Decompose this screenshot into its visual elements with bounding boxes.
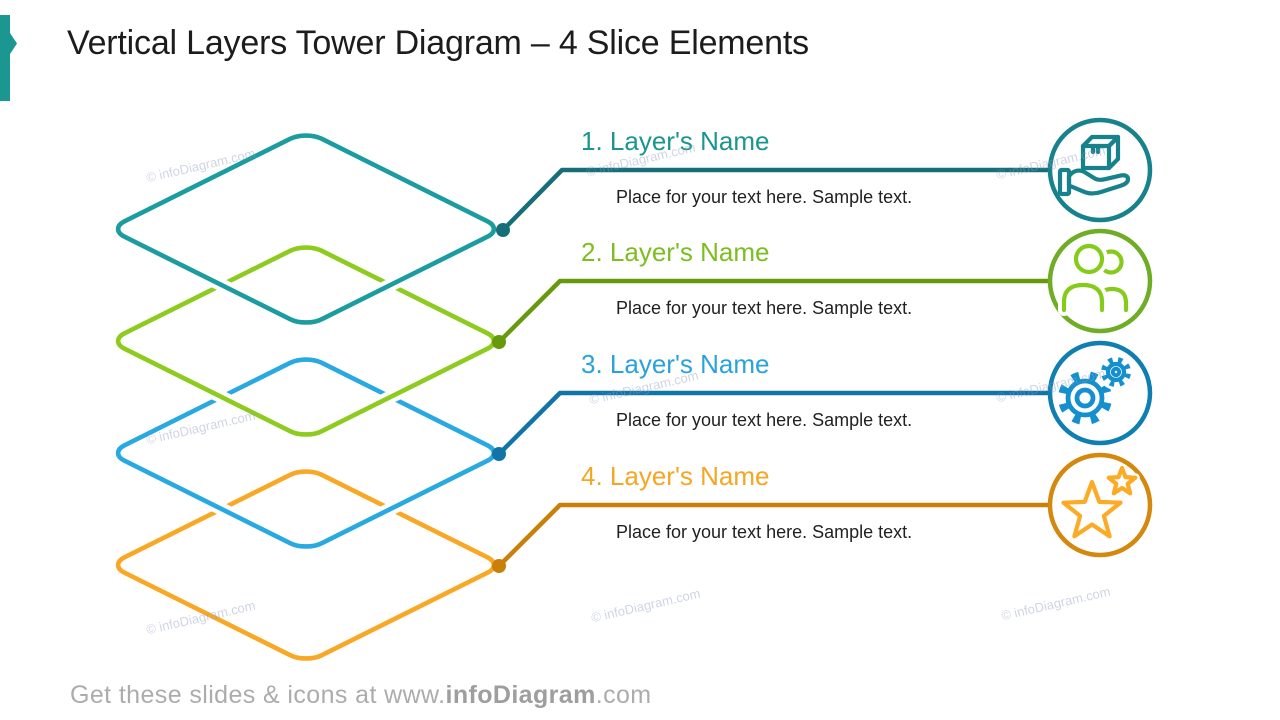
accent-bar [0, 15, 10, 101]
diamond-outline [109, 243, 503, 439]
footer-prefix: Get these slides & icons at www. [70, 681, 446, 709]
small-gear-teeth [1101, 357, 1131, 387]
diamond-outline [109, 131, 503, 327]
white-casing [109, 243, 503, 439]
layer-2-connector-line [496, 278, 1053, 345]
footer-suffix: .com [595, 681, 652, 709]
footer-credit: Get these slides & icons at www.infoDiag… [70, 681, 652, 710]
front-person-body [1061, 282, 1105, 313]
star-icon [1061, 463, 1140, 539]
layer-3-description: Place for your text here. Sample text. [616, 410, 913, 430]
gears-icon [1058, 354, 1134, 425]
white-casing [1098, 354, 1134, 390]
people-icon [1058, 240, 1129, 316]
page-title: Vertical Layers Tower Diagram – 4 Slice … [67, 24, 809, 62]
layer-4-connector-line [496, 502, 1053, 569]
box-side-face [1106, 134, 1121, 171]
small-gear-hole [1110, 366, 1122, 378]
diamond-outline [109, 355, 503, 551]
diamond-outline [109, 467, 503, 663]
accent-chevron-icon [10, 33, 17, 54]
layer-1-connector-line [500, 167, 1053, 233]
layer-1-title: 1. Layer's Name [581, 126, 770, 156]
white-casing [109, 467, 503, 663]
layer-1-description: Place for your text here. Sample text. [616, 187, 913, 207]
box-tape [1090, 143, 1101, 155]
white-casing [109, 131, 503, 327]
layer-4-title: 4. Layer's Name [581, 461, 770, 491]
layer-2-description: Place for your text here. Sample text. [616, 298, 913, 318]
footer-brand: infoDiagram [445, 681, 596, 709]
big-star [1061, 479, 1123, 539]
hand-palm [1066, 168, 1131, 196]
big-gear-hole [1074, 387, 1096, 409]
layer-2-connector-dot [492, 335, 506, 349]
layer-2-diamond [109, 243, 503, 439]
front-person-head [1073, 243, 1105, 275]
layer-2-title: 2. Layer's Name [581, 237, 770, 267]
layer-4-connector-dot [492, 559, 506, 573]
hand-box-icon [1057, 134, 1131, 197]
layer-3-connector-dot [492, 447, 506, 461]
small-gear-body [1105, 361, 1127, 383]
small-star [1106, 465, 1138, 496]
big-gear-teeth [1058, 371, 1112, 425]
big-gear-body [1065, 378, 1105, 418]
layer-3-diamond [109, 355, 503, 551]
layer-3-title: 3. Layer's Name [581, 349, 770, 379]
white-casing [109, 355, 503, 551]
layer-4-diamond [109, 467, 503, 663]
layer-4-description: Place for your text here. Sample text. [616, 522, 913, 542]
layer-3-connector-line [496, 390, 1053, 457]
layer-1-diamond [109, 131, 503, 327]
layer-1-connector-dot [496, 223, 510, 237]
